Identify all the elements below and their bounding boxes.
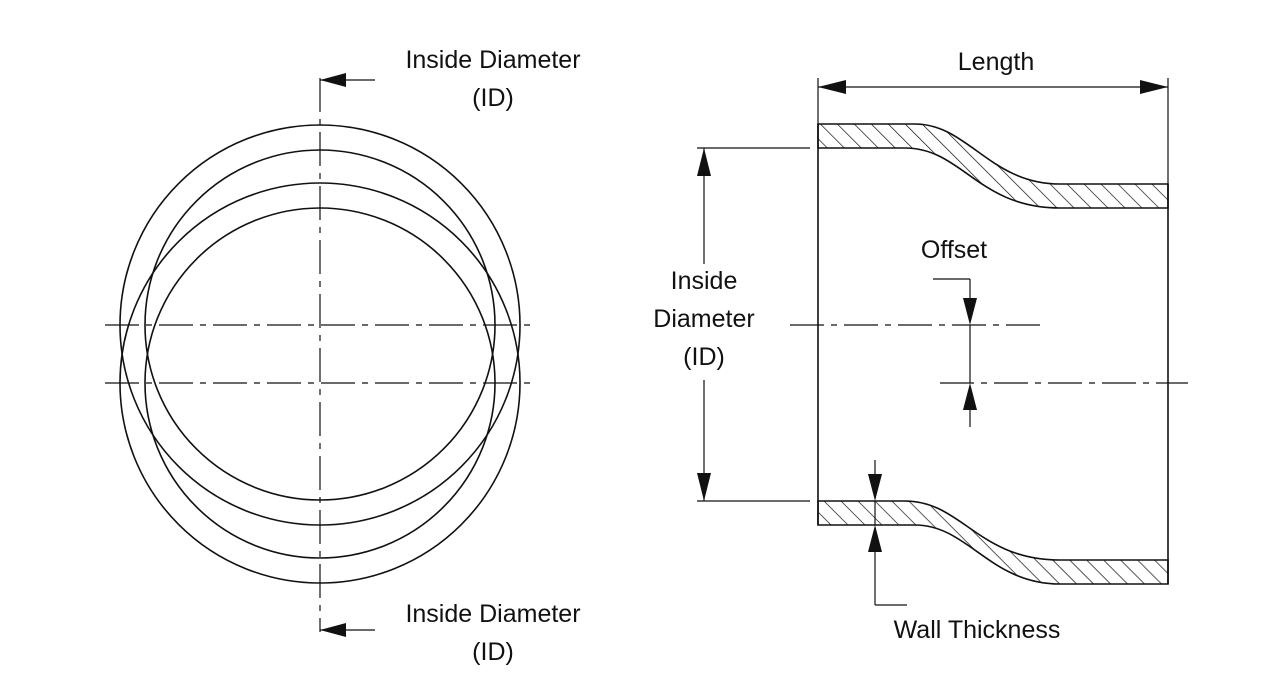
top-id-label-line1: Inside Diameter xyxy=(405,46,580,74)
wall-thickness-label: Wall Thickness xyxy=(894,616,1061,644)
id-label-line2: Diameter xyxy=(653,305,754,333)
top-id-label-line2: (ID) xyxy=(472,84,514,112)
top-id-arrowhead xyxy=(320,73,346,87)
upper-wall-section xyxy=(817,123,1169,209)
offset-label: Offset xyxy=(921,236,987,264)
id-label-line3: (ID) xyxy=(683,343,725,371)
length-label: Length xyxy=(958,48,1034,76)
wall-arrow-top xyxy=(868,474,882,501)
side-section-view: Length Inside Diameter (ID) Offset Wall … xyxy=(653,48,1188,644)
length-arrow-left xyxy=(818,80,846,94)
id-arrow-bottom xyxy=(697,473,711,501)
bottom-id-label-line1: Inside Diameter xyxy=(405,600,580,628)
length-arrow-right xyxy=(1140,80,1168,94)
end-view: Inside Diameter (ID) Inside Diameter (ID… xyxy=(105,46,581,666)
id-arrow-top xyxy=(697,148,711,176)
offset-arrow-top xyxy=(963,298,977,325)
id-label-line1: Inside xyxy=(671,267,738,295)
bottom-id-label-line2: (ID) xyxy=(472,638,514,666)
wall-arrow-bottom xyxy=(868,525,882,552)
bottom-id-arrowhead xyxy=(320,623,346,637)
offset-arrow-bottom xyxy=(963,383,977,410)
